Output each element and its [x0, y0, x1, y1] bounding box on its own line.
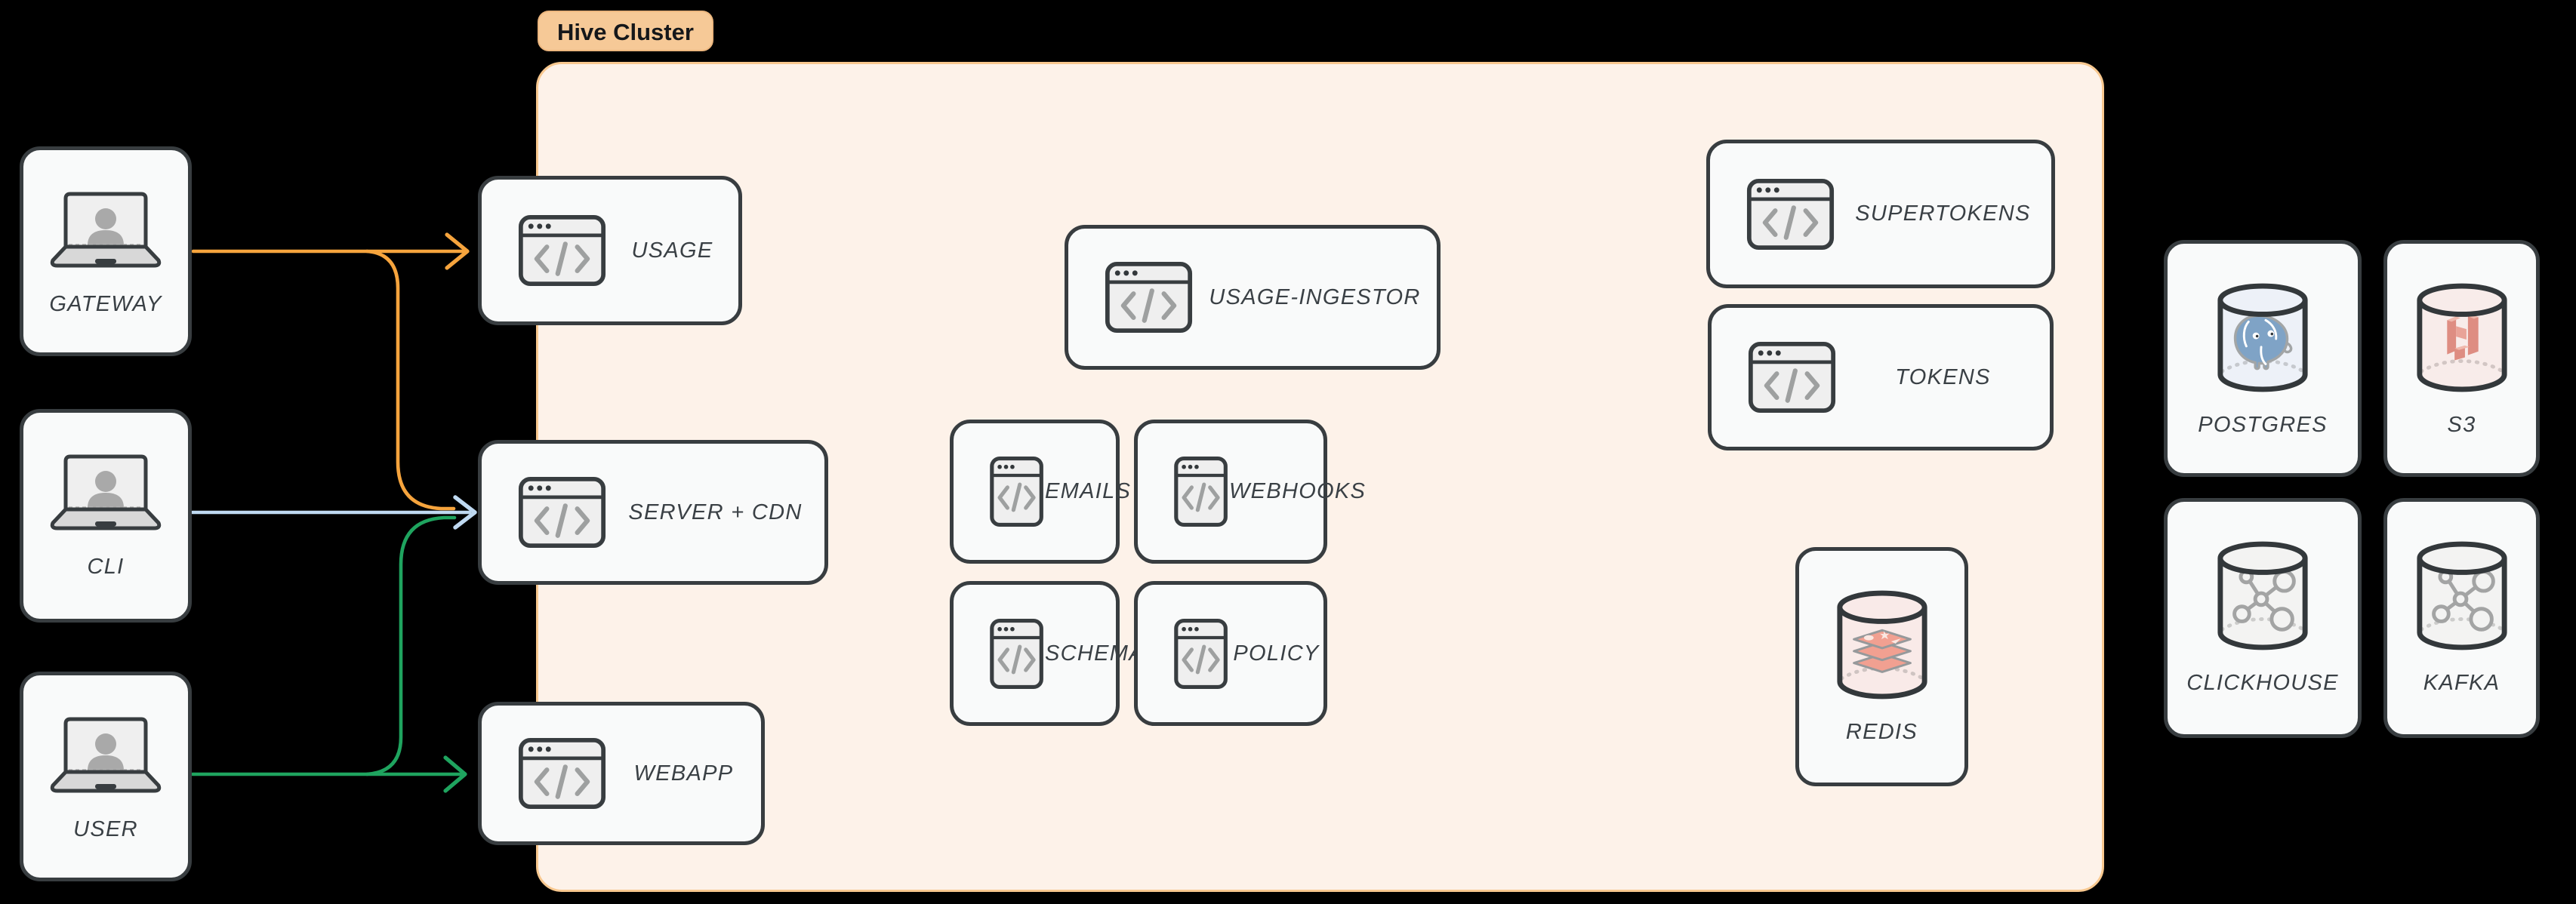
node-webhooks[interactable]: WEBHOOKS — [1134, 420, 1365, 564]
code-window-icon — [990, 618, 1045, 690]
laptop-user-icon — [49, 716, 162, 795]
code-window-icon — [518, 737, 606, 810]
node-tokens[interactable]: TOKENS — [1708, 304, 2054, 450]
node-label: EMAILS — [1045, 479, 1132, 503]
node-schema[interactable]: SCHEMA — [950, 581, 1144, 726]
edge-gateway-usage-arrowhead-icon — [445, 232, 470, 270]
edge-cli-server-arrowhead-icon — [453, 495, 477, 530]
node-usage-ingestor[interactable]: USAGE-INGESTOR — [1065, 225, 1441, 370]
code-window-icon — [990, 456, 1045, 527]
node-user[interactable]: USER — [20, 672, 192, 881]
node-label: POLICY — [1233, 641, 1320, 666]
node-label: SERVER + CDN — [628, 500, 803, 524]
node-label: S3 — [2447, 413, 2476, 437]
edge-user-server — [365, 515, 457, 776]
cluster-label[interactable]: Hive Cluster — [538, 11, 713, 51]
laptop-user-icon — [49, 191, 162, 269]
node-emails[interactable]: EMAILS — [950, 420, 1130, 564]
node-label: CLI — [87, 555, 125, 579]
code-window-icon — [1105, 261, 1193, 334]
node-kafka[interactable]: KAFKA — [2383, 498, 2540, 738]
node-label: KAFKA — [2423, 671, 2501, 695]
node-policy[interactable]: POLICY — [1134, 581, 1327, 726]
node-label: WEBHOOKS — [1229, 479, 1367, 503]
node-postgres[interactable]: POSTGRES — [2164, 240, 2362, 477]
node-label: SCHEMA — [1045, 641, 1145, 666]
node-label: TOKENS — [1895, 364, 1991, 389]
code-window-icon — [1174, 618, 1229, 690]
code-window-icon — [518, 214, 606, 287]
edge-user-webapp-arrowhead-icon — [443, 755, 467, 793]
node-server-cdn[interactable]: SERVER + CDN — [478, 440, 828, 585]
node-label: USAGE — [631, 238, 713, 263]
code-window-icon — [1174, 456, 1229, 527]
node-label: REDIS — [1845, 720, 1918, 744]
node-cli[interactable]: CLI — [20, 409, 192, 623]
kafka-database-icon — [2413, 540, 2511, 651]
edge-gateway-server — [365, 249, 456, 511]
postgres-database-icon — [2214, 281, 2312, 393]
s3-database-icon — [2413, 281, 2511, 393]
node-usage[interactable]: USAGE — [478, 176, 742, 325]
laptop-user-icon — [49, 454, 162, 532]
code-window-icon — [1746, 178, 1835, 251]
code-window-icon — [1748, 341, 1836, 414]
node-label: POSTGRES — [2198, 413, 2328, 437]
clickhouse-database-icon — [2214, 540, 2312, 651]
node-label: GATEWAY — [49, 292, 162, 316]
node-label: SUPERTOKENS — [1855, 201, 2031, 226]
node-supertokens[interactable]: SUPERTOKENS — [1706, 140, 2055, 288]
node-redis[interactable]: REDIS — [1795, 547, 1968, 786]
node-webapp[interactable]: WEBAPP — [478, 702, 765, 845]
node-clickhouse[interactable]: CLICKHOUSE — [2164, 498, 2362, 738]
redis-database-icon — [1833, 589, 1931, 700]
node-label: WEBAPP — [633, 761, 734, 786]
node-label: CLICKHOUSE — [2186, 671, 2339, 695]
node-s3[interactable]: S3 — [2383, 240, 2540, 477]
node-label: USAGE-INGESTOR — [1209, 284, 1421, 309]
node-gateway[interactable]: GATEWAY — [20, 146, 192, 356]
code-window-icon — [518, 476, 606, 549]
node-label: USER — [73, 817, 138, 841]
